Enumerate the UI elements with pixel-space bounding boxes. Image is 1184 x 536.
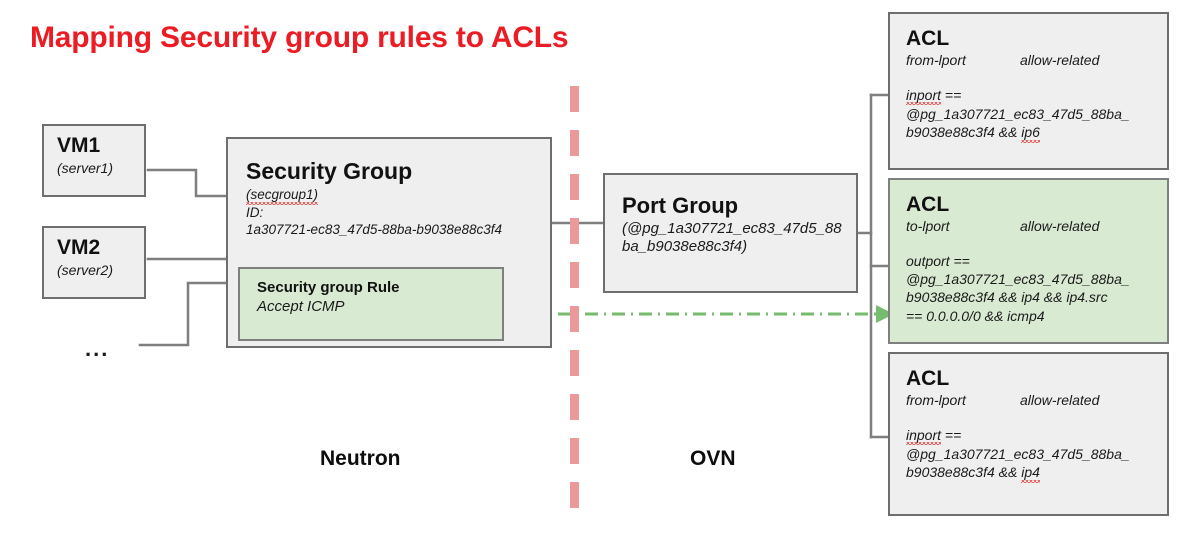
- acl-match-field: outport: [906, 253, 950, 270]
- port-group-box[interactable]: Port Group (@pg_1a307721_ec83_47d5_88 ba…: [603, 173, 858, 293]
- security-group-id-value: 1a307721-ec83_47d5-88ba-b9038e88c3f4: [246, 221, 502, 237]
- acl-box-2[interactable]: ACL to-lport allow-related outport == @p…: [888, 178, 1169, 344]
- acl-action: allow-related: [1020, 392, 1100, 409]
- acl-action: allow-related: [1020, 52, 1100, 69]
- acl-match-protocol: ip4: [1021, 463, 1040, 482]
- page-title: Mapping Security group rules to ACLs: [30, 21, 569, 54]
- acl-match-line2: @pg_1a307721_ec83_47d5_88ba_: [906, 271, 1130, 288]
- security-group-title: Security Group: [246, 158, 413, 184]
- port-group-name-line1: (@pg_1a307721_ec83_47d5_88: [622, 220, 842, 238]
- port-group-title: Port Group: [622, 193, 739, 218]
- acl-heading: ACL: [906, 367, 950, 390]
- acl-match-operator: ==: [941, 427, 962, 444]
- acl-match-line2: @pg_1a307721_ec83_47d5_88ba_: [906, 446, 1130, 463]
- acl-match-line3: b9038e88c3f4 &&: [906, 124, 1022, 141]
- acl-direction: from-lport: [906, 392, 966, 409]
- vm-box-vm2[interactable]: VM2 (server2): [42, 226, 146, 299]
- security-group-name: (secgroup1): [246, 187, 319, 205]
- vm-server-name: (server1): [57, 160, 114, 177]
- security-group-meta: (secgroup1) ID: 1a307721-ec83_47d5-88ba-…: [228, 183, 550, 239]
- security-group-rule-detail: Accept ICMP: [257, 297, 345, 315]
- acl-match-line4: == 0.0.0.0/0 && icmp4: [906, 307, 1045, 324]
- zone-label-ovn: OVN: [690, 447, 736, 470]
- acl-match-protocol: ip6: [1021, 123, 1040, 142]
- acl-match-operator: ==: [949, 253, 970, 270]
- acl-match-field: inport: [906, 86, 942, 105]
- security-group-id-label: ID:: [246, 205, 264, 221]
- acl-match-line3: b9038e88c3f4 &&: [906, 464, 1022, 481]
- zone-label-neutron: Neutron: [320, 447, 401, 470]
- acl-summary-row: from-lport allow-related: [890, 390, 1167, 408]
- vm-name: VM2: [57, 236, 101, 259]
- vm-box-vm1[interactable]: VM1 (server1): [42, 124, 146, 197]
- acl-heading: ACL: [906, 27, 950, 50]
- acl-match-expression: inport == @pg_1a307721_ec83_47d5_88ba_ b…: [890, 68, 1167, 143]
- port-group-name: (@pg_1a307721_ec83_47d5_88 ba_b9038e88c3…: [605, 217, 856, 256]
- acl-match-operator: ==: [941, 87, 962, 104]
- vm-server-name: (server2): [57, 262, 114, 279]
- security-group-rule-title: Security group Rule: [257, 279, 400, 296]
- security-group-rule-box[interactable]: Security group Rule Accept ICMP: [238, 267, 504, 341]
- acl-match-field: inport: [906, 426, 942, 445]
- acl-heading: ACL: [906, 193, 950, 216]
- more-vms-ellipsis: ...: [85, 336, 110, 361]
- port-group-name-line2: ba_b9038e88c3f4): [622, 238, 748, 256]
- vm-name: VM1: [57, 134, 101, 157]
- acl-action: allow-related: [1020, 218, 1100, 235]
- acl-box-1[interactable]: ACL from-lport allow-related inport == @…: [888, 12, 1169, 170]
- acl-direction: to-lport: [906, 218, 950, 235]
- acl-match-expression: outport == @pg_1a307721_ec83_47d5_88ba_ …: [890, 234, 1167, 325]
- acl-match-line3: b9038e88c3f4 && ip4 && ip4.src: [906, 289, 1108, 306]
- acl-summary-row: from-lport allow-related: [890, 50, 1167, 68]
- acl-match-expression: inport == @pg_1a307721_ec83_47d5_88ba_ b…: [890, 408, 1167, 483]
- rule-to-acl-arrow: [504, 305, 894, 323]
- acl-summary-row: to-lport allow-related: [890, 216, 1167, 234]
- acl-box-3[interactable]: ACL from-lport allow-related inport == @…: [888, 352, 1169, 516]
- acl-match-line2: @pg_1a307721_ec83_47d5_88ba_: [906, 106, 1130, 123]
- acl-direction: from-lport: [906, 52, 966, 69]
- neutron-ovn-divider: [570, 86, 579, 523]
